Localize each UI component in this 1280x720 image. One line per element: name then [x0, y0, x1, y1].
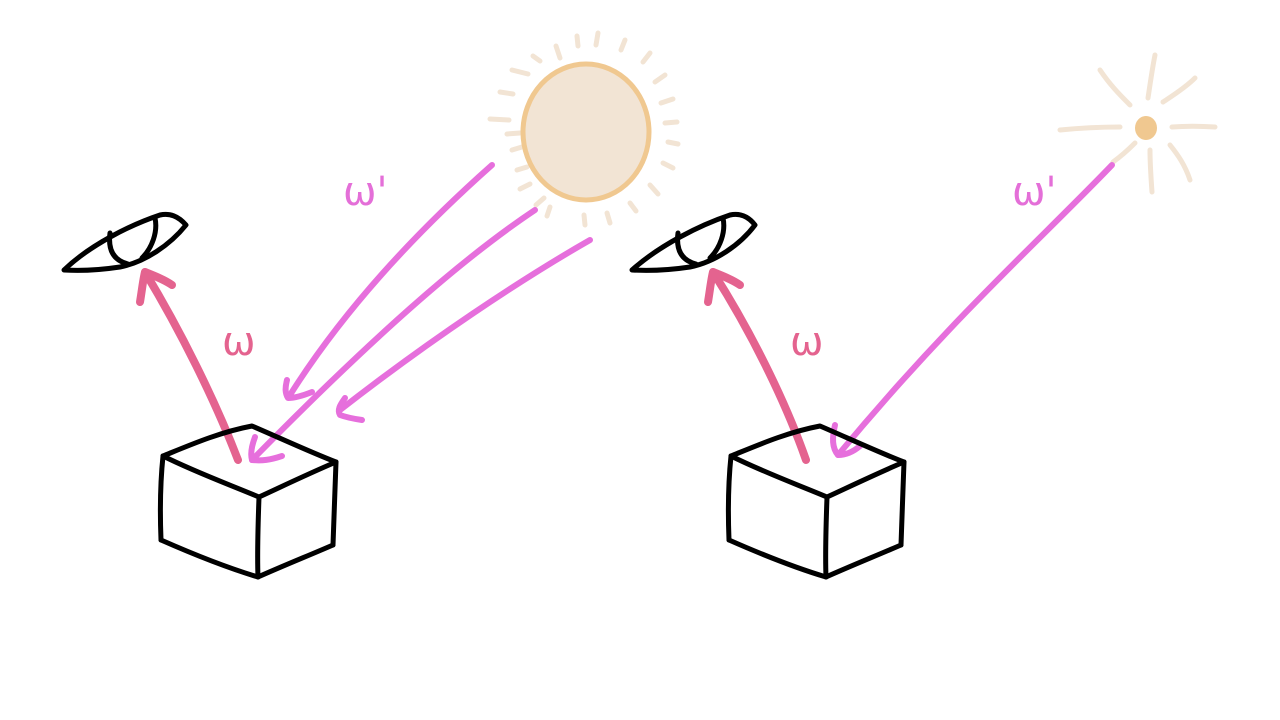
- right-panel: [629, 52, 1218, 580]
- view-ray-arrow: [704, 268, 810, 464]
- right-light-direction-label: ω': [1012, 169, 1057, 215]
- left-light-direction-label: ω': [343, 169, 388, 215]
- eye-icon: [61, 211, 189, 273]
- light-ray-arrows: [248, 162, 593, 464]
- right-view-direction-label: ω: [790, 319, 824, 365]
- point-light-icon: [1057, 52, 1218, 195]
- left-view-direction-label: ω: [222, 319, 256, 365]
- view-ray-arrow: [136, 268, 242, 464]
- cube-shape: [725, 423, 907, 580]
- cube-shape: [157, 423, 339, 580]
- sun-icon: [487, 30, 681, 228]
- light-ray-arrow: [830, 162, 1115, 458]
- eye-icon: [629, 211, 758, 273]
- left-panel: [61, 30, 681, 580]
